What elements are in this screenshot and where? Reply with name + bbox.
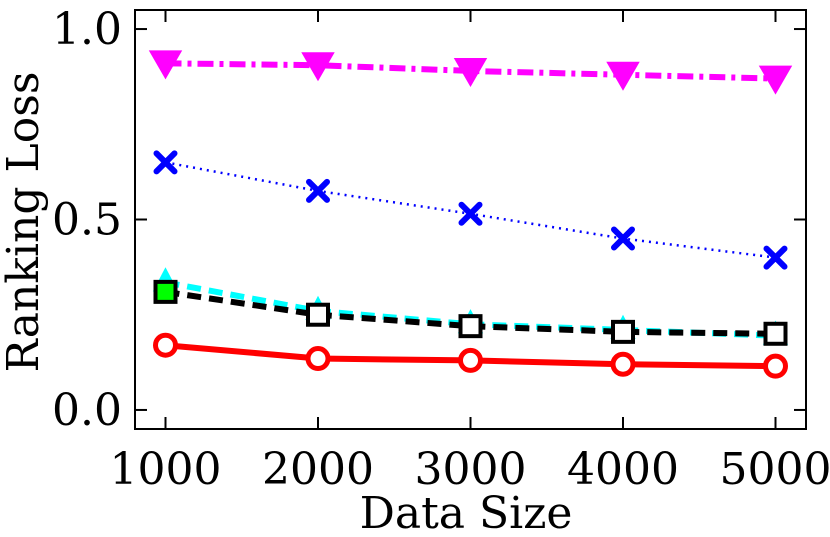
data-point <box>148 50 183 80</box>
series-4 <box>153 279 788 346</box>
data-point <box>763 245 788 270</box>
data-point <box>611 226 635 251</box>
data-point <box>763 353 788 379</box>
data-point <box>763 321 788 346</box>
data-point <box>611 319 635 344</box>
y-axis-title: Ranking Loss <box>0 72 49 373</box>
marker-stroke <box>458 201 483 226</box>
data-point <box>458 201 483 226</box>
data-point <box>153 150 178 175</box>
marker-stroke <box>306 178 330 203</box>
marker-stroke <box>763 245 788 270</box>
data-point <box>453 57 488 87</box>
marker-stroke <box>611 226 635 251</box>
series-5 <box>153 332 788 379</box>
y-tick-label: 1.0 <box>52 4 122 55</box>
series-line <box>165 288 776 337</box>
series-2 <box>153 150 788 270</box>
data-point <box>153 332 178 358</box>
data-point <box>305 346 331 372</box>
data-point <box>606 61 640 91</box>
data-point <box>301 52 335 82</box>
y-tick-label: 0.5 <box>52 195 122 246</box>
x-tick-label: 5000 <box>720 444 830 495</box>
data-point <box>153 279 178 304</box>
x-tick-label: 4000 <box>567 444 679 495</box>
data-point <box>306 302 330 327</box>
x-tick-label: 1000 <box>110 444 222 495</box>
marker-stroke <box>153 150 178 175</box>
data-point <box>610 351 636 377</box>
x-tick-label: 2000 <box>262 444 374 495</box>
data-point <box>758 65 793 95</box>
series-line <box>165 60 776 82</box>
data-point <box>458 314 483 339</box>
x-tick-label: 3000 <box>415 444 527 495</box>
x-axis-title: Data Size <box>360 488 573 537</box>
series-1 <box>148 50 793 95</box>
data-point <box>458 347 483 373</box>
y-tick-label: 0.0 <box>52 385 122 436</box>
data-point <box>306 178 330 203</box>
